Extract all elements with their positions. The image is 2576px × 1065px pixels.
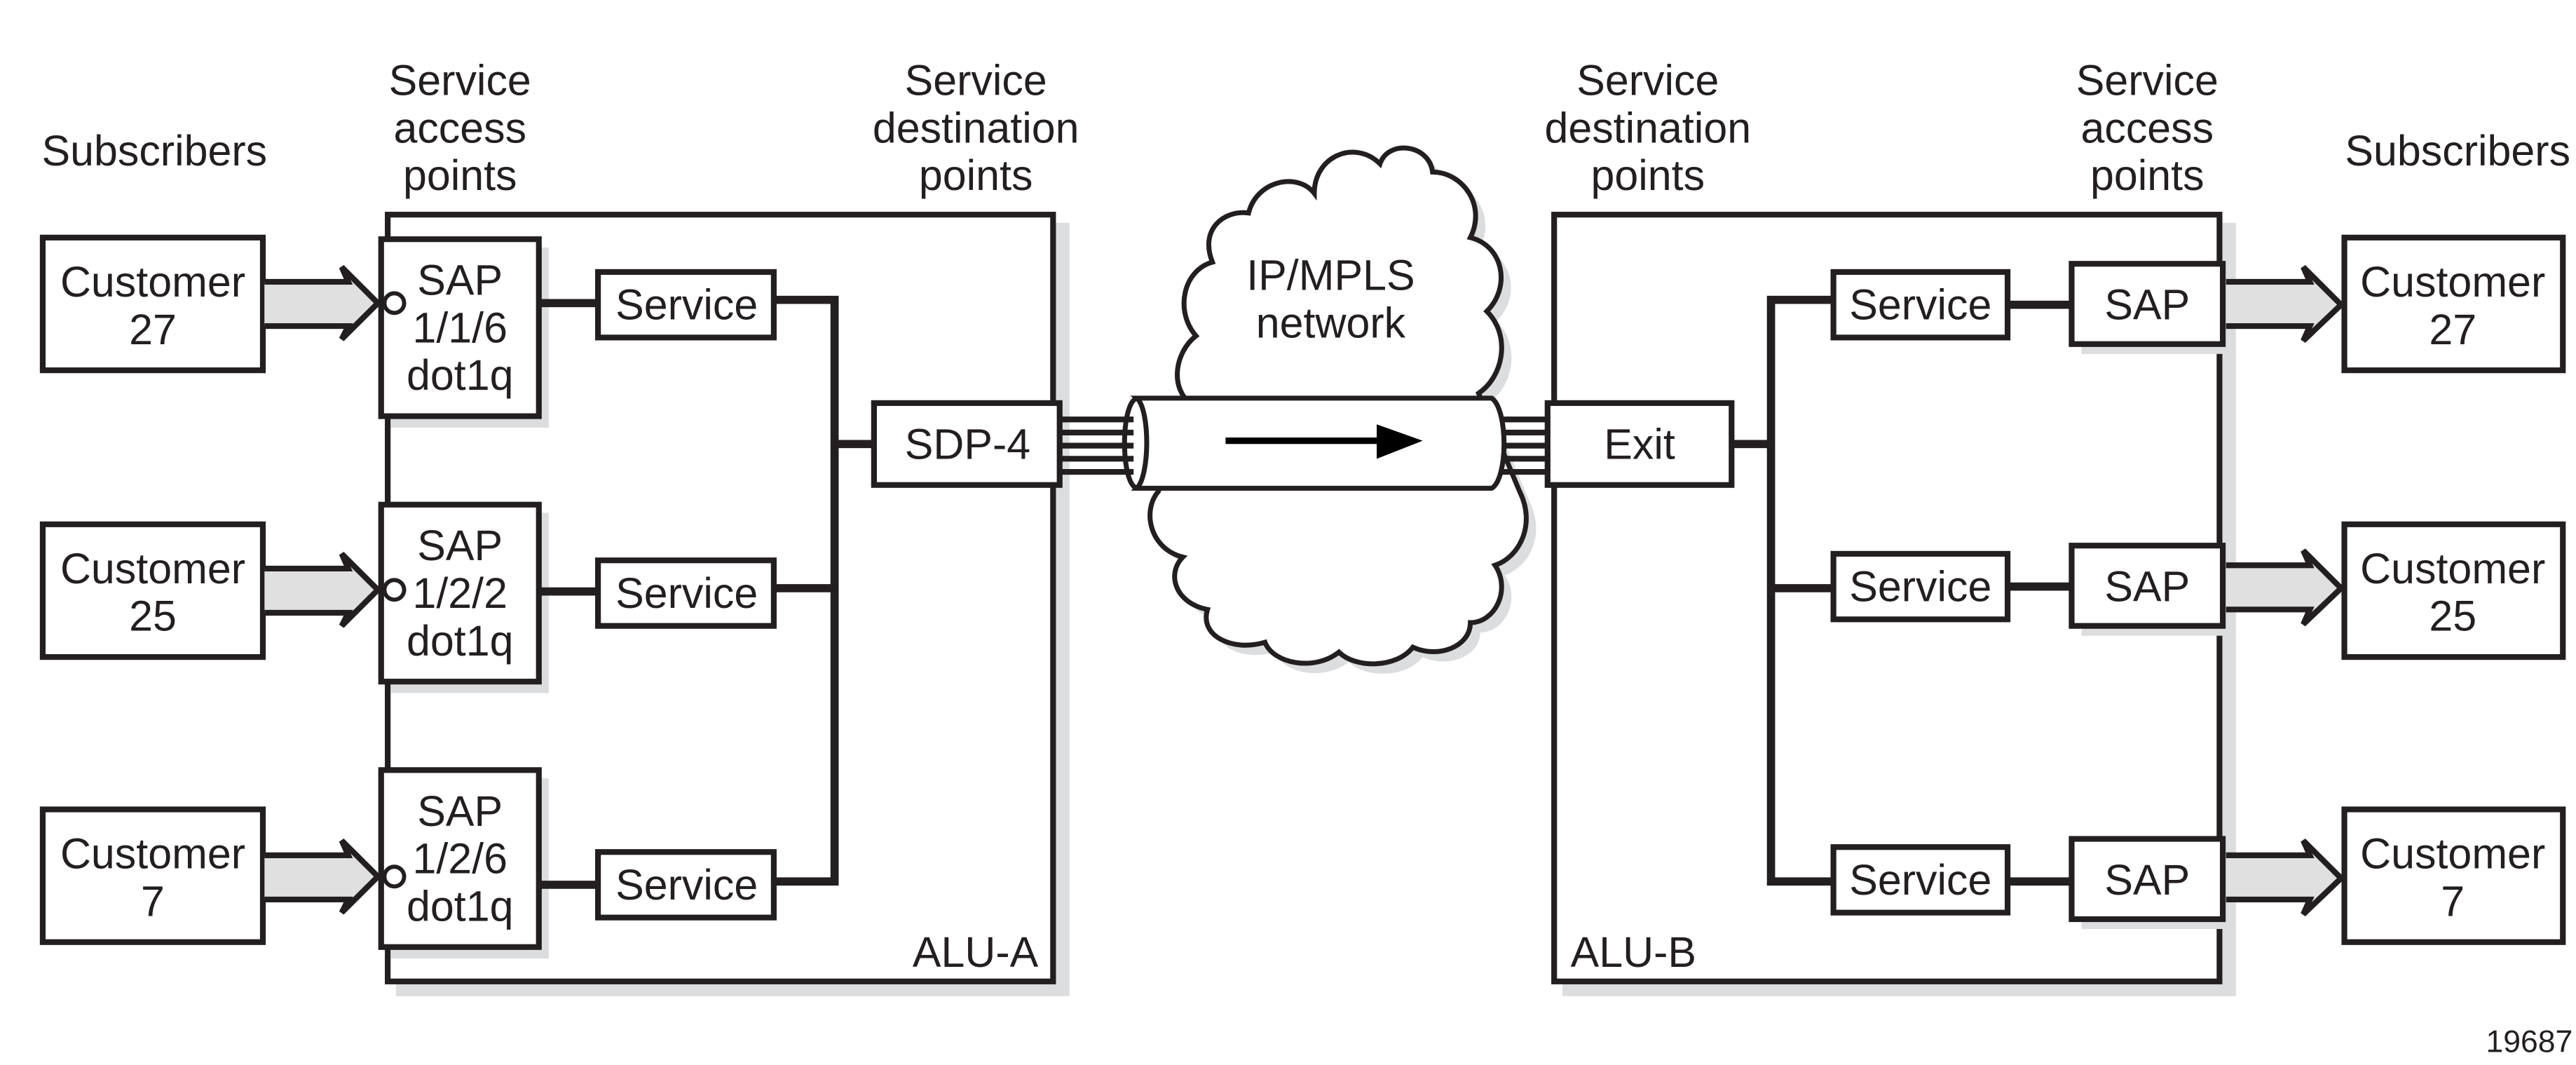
left-sap-1[interactable]: SAP 1/1/6 dot1q (378, 236, 549, 428)
svg-text:SAP: SAP (417, 257, 503, 304)
svg-text:SAP: SAP (417, 522, 503, 569)
right-customer-27[interactable]: Customer 27 (2341, 234, 2566, 374)
arrow-sap-to-customer-27 (2226, 265, 2345, 344)
right-service-2[interactable]: Service (1830, 550, 2011, 623)
header-right-sap: Service access points (2076, 57, 2219, 199)
arrow-sap-to-customer-25 (2226, 548, 2345, 627)
sap-port-icon (382, 864, 407, 889)
svg-text:Customer: Customer (2360, 258, 2545, 306)
arrow-customer-25-to-sap (264, 551, 382, 628)
left-customer-25[interactable]: Customer 25 (39, 521, 266, 660)
left-service-2[interactable]: Service (595, 557, 777, 629)
svg-text:access: access (2080, 104, 2214, 151)
sdp-fiber-right (1498, 416, 1548, 475)
svg-text:dot1q: dot1q (407, 617, 513, 665)
figure-id: 19687 (2486, 1024, 2573, 1059)
sdp-tunnel (1122, 395, 1507, 491)
right-sap-1[interactable]: SAP (2069, 261, 2233, 354)
sdp-4-box[interactable]: SDP-4 (871, 400, 1063, 488)
svg-text:Service: Service (1576, 57, 1719, 104)
svg-text:Service: Service (905, 57, 1047, 104)
svg-text:SAP: SAP (2104, 563, 2190, 611)
svg-text:Service: Service (1849, 856, 1991, 904)
left-customer-7[interactable]: Customer 7 (39, 806, 266, 945)
svg-text:IP/MPLS: IP/MPLS (1246, 252, 1415, 299)
svg-text:Service: Service (615, 281, 758, 329)
svg-text:destination: destination (873, 104, 1079, 151)
header-left-sap: Service access points (389, 57, 531, 199)
svg-text:7: 7 (141, 877, 165, 925)
arrow-customer-27-to-sap (264, 265, 382, 341)
sap-port-icon (382, 578, 407, 602)
svg-text:Customer: Customer (60, 258, 245, 306)
right-service-3[interactable]: Service (1830, 844, 2011, 916)
exit-box[interactable]: Exit (1544, 400, 1735, 488)
svg-text:SAP: SAP (2104, 856, 2190, 904)
arrow-customer-7-to-sap (264, 838, 382, 915)
svg-text:points: points (2090, 151, 2204, 199)
svg-text:points: points (919, 151, 1033, 199)
left-sap-2[interactable]: SAP 1/2/2 dot1q (378, 501, 549, 693)
svg-text:SAP: SAP (417, 787, 503, 835)
left-service-1[interactable]: Service (595, 269, 777, 341)
svg-text:Service: Service (2076, 57, 2219, 104)
svg-text:1/1/6: 1/1/6 (413, 304, 507, 351)
svg-text:Service: Service (615, 569, 758, 617)
svg-text:access: access (393, 104, 526, 151)
svg-text:Service: Service (615, 861, 758, 909)
router-alu-b: ALU-B Exit Service Service Service (1544, 212, 2236, 996)
svg-text:points: points (1590, 151, 1705, 199)
sdp-fiber-left (1059, 416, 1134, 475)
router-alu-b-label: ALU-B (1571, 928, 1696, 976)
svg-text:1/2/2: 1/2/2 (413, 569, 507, 617)
arrow-sap-to-customer-7 (2226, 838, 2345, 916)
router-alu-a: ALU-A SAP 1/1/6 dot1q SAP 1/2/2 dot1q SA… (378, 212, 1070, 996)
svg-text:dot1q: dot1q (407, 882, 513, 930)
right-customer-7[interactable]: Customer 7 (2341, 806, 2566, 945)
svg-text:network: network (1256, 299, 1406, 346)
left-sap-3[interactable]: SAP 1/2/6 dot1q (378, 767, 549, 959)
svg-text:1/2/6: 1/2/6 (413, 835, 507, 883)
svg-text:Customer: Customer (60, 545, 245, 592)
svg-text:SAP: SAP (2104, 281, 2190, 329)
svg-text:Exit: Exit (1604, 420, 1675, 468)
svg-text:points: points (403, 151, 517, 199)
header-right-sdp: Service destination points (1544, 57, 1751, 199)
header-left-sdp: Service destination points (873, 57, 1079, 199)
header-right-subscribers: Subscribers (2345, 127, 2570, 175)
right-sap-2[interactable]: SAP (2069, 543, 2233, 636)
right-customer-25[interactable]: Customer 25 (2341, 521, 2566, 660)
svg-text:7: 7 (2441, 877, 2465, 925)
svg-text:Customer: Customer (60, 830, 245, 878)
left-customer-27[interactable]: Customer 27 (39, 234, 266, 374)
svg-text:Service: Service (389, 57, 531, 104)
header-left-subscribers: Subscribers (41, 127, 267, 175)
svg-text:25: 25 (129, 592, 177, 640)
svg-text:27: 27 (129, 306, 177, 353)
svg-text:dot1q: dot1q (407, 351, 513, 399)
svg-text:Service: Service (1849, 281, 1991, 329)
svg-text:Customer: Customer (2360, 830, 2545, 878)
right-service-1[interactable]: Service (1830, 269, 2011, 341)
router-alu-a-label: ALU-A (913, 928, 1039, 976)
svg-text:Service: Service (1849, 563, 1991, 611)
svg-text:Customer: Customer (2360, 545, 2545, 592)
svg-text:25: 25 (2429, 592, 2476, 640)
svg-text:SDP-4: SDP-4 (905, 420, 1030, 468)
sap-port-icon (382, 291, 407, 316)
right-sap-3[interactable]: SAP (2069, 836, 2233, 930)
left-service-3[interactable]: Service (595, 849, 777, 921)
traffic-direction-arrow-icon (1225, 424, 1423, 459)
svg-text:destination: destination (1544, 104, 1751, 151)
svg-text:27: 27 (2429, 306, 2476, 353)
